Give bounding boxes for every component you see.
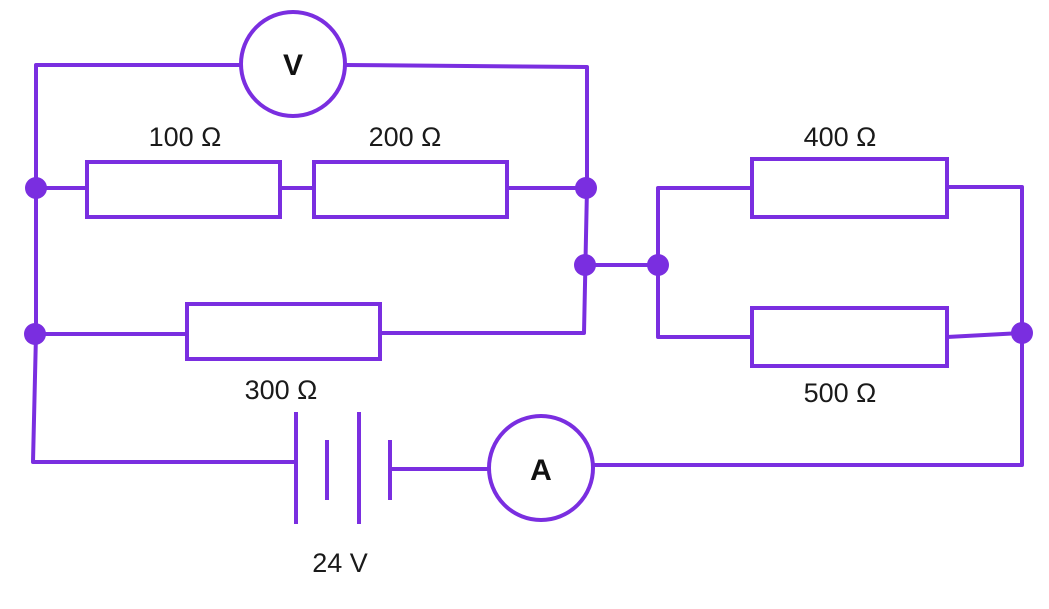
label-battery: 24 V [312,548,368,578]
wire-voltmeter-left [34,63,243,190]
label-r200: 200 Ω [369,122,442,152]
voltmeter: V [239,10,347,118]
ammeter: A [487,414,595,522]
resistor-200 [312,160,509,219]
wire-r500-right [945,331,1024,339]
voltmeter-circle [239,10,347,118]
wire-right-rail-left-block [378,186,589,335]
wire-r400-right [945,185,1024,335]
battery [294,412,392,524]
junction-node [647,254,669,276]
voltmeter-symbol: V [283,49,303,82]
resistor-300 [185,302,382,361]
resistor-400 [750,157,949,219]
wire-to-r500 [656,263,754,339]
wire-voltmeter-right [343,63,589,190]
wire-bottom-right [591,331,1024,467]
junction-node [24,323,46,345]
junction-node [1011,322,1033,344]
ammeter-symbol: A [530,454,552,487]
label-r500: 500 Ω [804,378,877,408]
wire-left-rail [31,186,298,464]
junction-node [574,254,596,276]
label-r300: 300 Ω [245,375,318,405]
labels: 100 Ω 200 Ω 300 Ω 400 Ω 500 Ω 24 V [149,122,877,578]
resistor-500 [750,306,949,368]
resistors [85,157,949,368]
wires [31,63,1024,471]
junction-nodes [24,177,1033,345]
resistor-100 [85,160,282,219]
ammeter-circle [487,414,595,522]
label-r100: 100 Ω [149,122,222,152]
label-r400: 400 Ω [804,122,877,152]
junction-node [575,177,597,199]
wire-to-r400 [656,186,754,267]
junction-node [25,177,47,199]
